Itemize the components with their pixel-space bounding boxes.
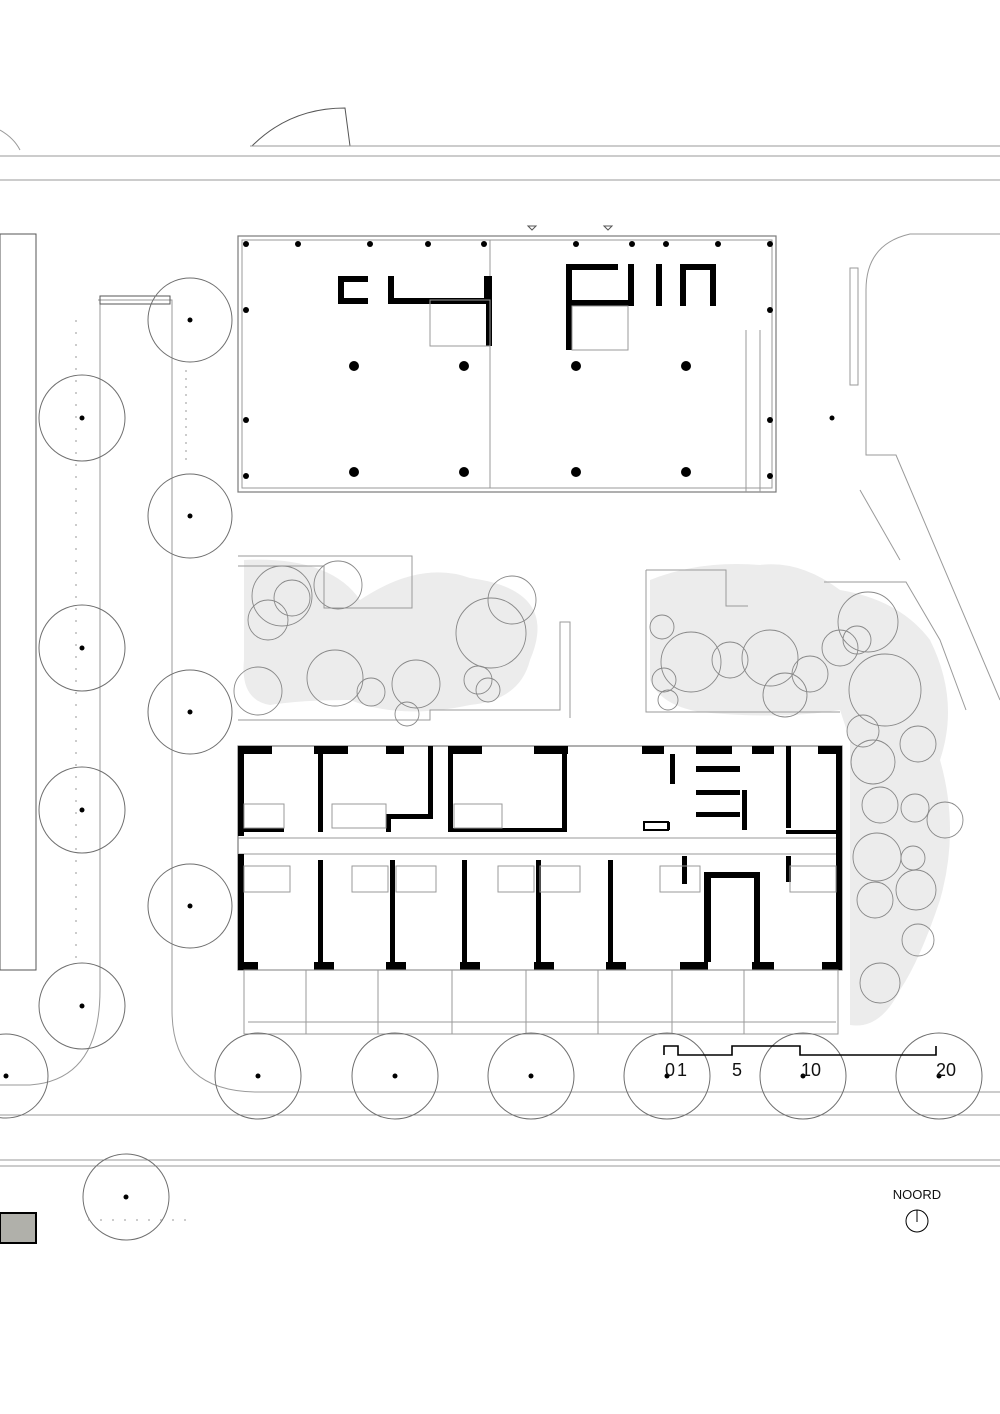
scale-tick-20: 20 <box>936 1060 956 1080</box>
west-neighbour-building <box>0 233 1000 1244</box>
scale-tick-5: 5 <box>732 1060 742 1080</box>
column-icon <box>243 241 773 479</box>
tree-icon <box>0 277 983 1241</box>
north-street <box>0 107 1000 181</box>
north-label: NOORD <box>893 1187 941 1202</box>
bike-racks <box>75 320 188 1221</box>
south-building <box>237 745 843 1035</box>
courtyard-trees <box>233 560 964 1004</box>
scale-tick-0: 0 <box>665 1060 675 1080</box>
scale-bar: 0 1 5 10 20 <box>663 1045 956 1080</box>
scale-tick-1: 1 <box>677 1060 687 1080</box>
north-building <box>237 225 777 493</box>
scale-tick-10: 10 <box>801 1060 821 1080</box>
courtyard-planting <box>238 555 967 1026</box>
north-arrow-icon <box>905 1209 929 1233</box>
north-arrow: NOORD <box>893 1187 941 1233</box>
east-road <box>829 233 1000 701</box>
